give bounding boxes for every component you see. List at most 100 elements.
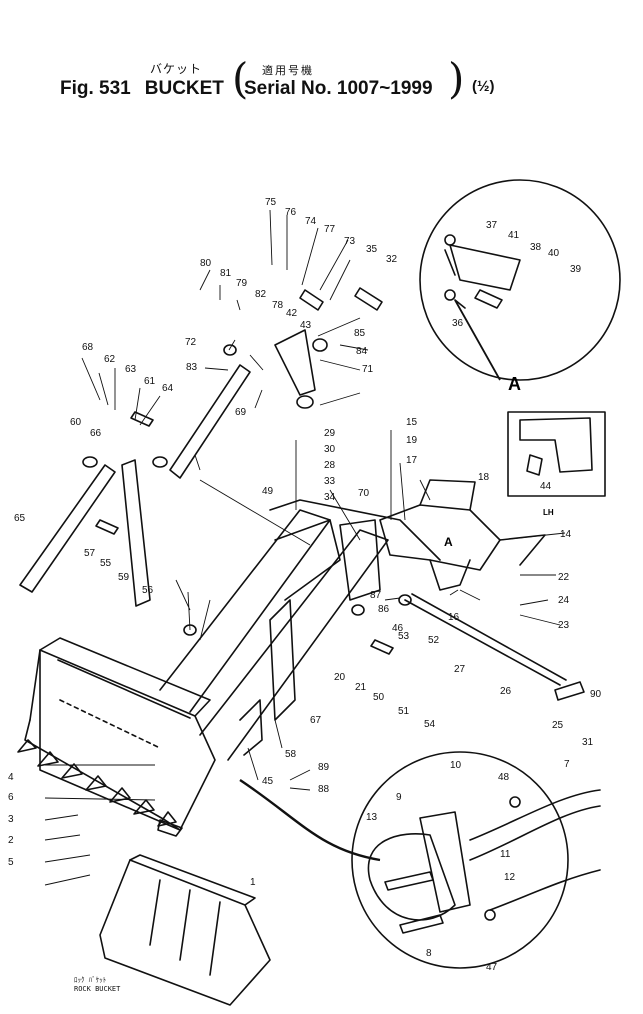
callout-76: 76 bbox=[285, 207, 297, 218]
callout-10: 10 bbox=[450, 760, 462, 771]
close-bracket: ) bbox=[448, 54, 465, 103]
callout-70: 70 bbox=[358, 488, 370, 499]
figure-number: Fig. 531 bbox=[60, 78, 131, 99]
callout-18: 18 bbox=[478, 472, 490, 483]
callout-72: 72 bbox=[185, 337, 197, 348]
callout-60: 60 bbox=[70, 417, 82, 428]
callout-8: 8 bbox=[426, 948, 432, 959]
inset-lh-label: LH bbox=[543, 508, 554, 517]
callout-28: 28 bbox=[324, 460, 336, 471]
callout-51: 51 bbox=[398, 706, 410, 717]
callout-85: 85 bbox=[354, 328, 366, 339]
callout-41: 41 bbox=[508, 230, 520, 241]
callout-46: 46 bbox=[392, 623, 404, 634]
japanese-serial-note: 適用号機 bbox=[262, 64, 314, 77]
callout-68: 68 bbox=[82, 342, 94, 353]
japanese-title: バケット bbox=[150, 62, 203, 76]
detail-a-circle bbox=[419, 179, 621, 381]
callout-13: 13 bbox=[366, 812, 378, 823]
callout-84: 84 bbox=[356, 346, 368, 357]
callout-83: 83 bbox=[186, 362, 198, 373]
bucket-body bbox=[24, 637, 216, 831]
callout-77: 77 bbox=[324, 224, 336, 235]
callout-86: 86 bbox=[378, 604, 390, 615]
callout-50: 50 bbox=[373, 692, 385, 703]
callout-5: 5 bbox=[8, 857, 14, 868]
callout-75: 75 bbox=[265, 197, 277, 208]
callout-2: 2 bbox=[8, 835, 14, 846]
rock-bucket-jp: ﾛｯｸ ﾊﾞｹｯﾄ bbox=[74, 976, 107, 984]
view-a-label: A bbox=[508, 374, 521, 394]
callout-39: 39 bbox=[570, 264, 582, 275]
callout-6: 6 bbox=[8, 792, 14, 803]
callout-43: 43 bbox=[300, 320, 312, 331]
callout-44: 44 bbox=[540, 481, 552, 492]
leader-lines bbox=[44, 209, 566, 886]
callout-74: 74 bbox=[305, 216, 317, 227]
callout-61: 61 bbox=[144, 376, 156, 387]
inset-a-marker: A bbox=[444, 535, 453, 549]
callout-56: 56 bbox=[142, 585, 154, 596]
callout-53: 53 bbox=[398, 631, 410, 642]
sheet-number: (½) bbox=[472, 78, 495, 95]
callout-17: 17 bbox=[406, 455, 418, 466]
callout-38: 38 bbox=[530, 242, 542, 253]
callout-33: 33 bbox=[324, 476, 336, 487]
callout-59: 59 bbox=[118, 572, 130, 583]
callout-36: 36 bbox=[452, 318, 464, 329]
callout-65: 65 bbox=[14, 513, 26, 524]
callout-labels: 7576747773353280817982784243858471728369… bbox=[8, 197, 602, 973]
callout-71: 71 bbox=[362, 364, 374, 375]
bucket-teeth bbox=[17, 739, 183, 837]
callout-1: 1 bbox=[250, 877, 256, 888]
callout-64: 64 bbox=[162, 383, 174, 394]
serial-range: Serial No. 1007~1999 bbox=[244, 78, 433, 99]
callout-26: 26 bbox=[500, 686, 512, 697]
callout-7: 7 bbox=[564, 759, 570, 770]
callout-90: 90 bbox=[590, 689, 602, 700]
callout-37: 37 bbox=[486, 220, 498, 231]
callout-55: 55 bbox=[100, 558, 112, 569]
callout-30: 30 bbox=[324, 444, 336, 455]
rock-bucket-en: ROCK BUCKET bbox=[74, 985, 121, 993]
rock-bucket bbox=[99, 854, 271, 1006]
callout-22: 22 bbox=[558, 572, 570, 583]
callout-62: 62 bbox=[104, 354, 116, 365]
callout-80: 80 bbox=[200, 258, 212, 269]
open-bracket: ( bbox=[232, 54, 249, 103]
callout-49: 49 bbox=[262, 486, 274, 497]
inset-a-box bbox=[507, 411, 606, 497]
pins-bushings bbox=[82, 287, 412, 655]
callout-82: 82 bbox=[255, 289, 267, 300]
callout-20: 20 bbox=[334, 672, 346, 683]
figure-title: Fig. 531 BUCKET bbox=[60, 78, 238, 100]
callout-15: 15 bbox=[406, 417, 418, 428]
callout-31: 31 bbox=[582, 737, 594, 748]
callout-29: 29 bbox=[324, 428, 336, 439]
callout-11: 11 bbox=[500, 849, 511, 860]
callout-54: 54 bbox=[424, 719, 436, 730]
callout-88: 88 bbox=[318, 784, 330, 795]
callout-35: 35 bbox=[366, 244, 378, 255]
callout-34: 34 bbox=[324, 492, 336, 503]
callout-58: 58 bbox=[285, 749, 297, 760]
callout-23: 23 bbox=[558, 620, 570, 631]
callout-69: 69 bbox=[235, 407, 247, 418]
callout-25: 25 bbox=[552, 720, 564, 731]
callout-57: 57 bbox=[84, 548, 96, 559]
callout-67: 67 bbox=[310, 715, 322, 726]
callout-48: 48 bbox=[498, 772, 510, 783]
callout-3: 3 bbox=[8, 814, 14, 825]
loader-arms bbox=[159, 499, 441, 761]
figure-name: BUCKET bbox=[144, 78, 224, 99]
callout-79: 79 bbox=[236, 278, 248, 289]
callout-14: 14 bbox=[560, 529, 572, 540]
linkage-rods bbox=[19, 329, 585, 701]
callout-12: 12 bbox=[504, 872, 516, 883]
callout-32: 32 bbox=[386, 254, 398, 265]
callout-19: 19 bbox=[406, 435, 418, 446]
callout-47: 47 bbox=[486, 962, 498, 973]
callout-73: 73 bbox=[344, 236, 356, 247]
